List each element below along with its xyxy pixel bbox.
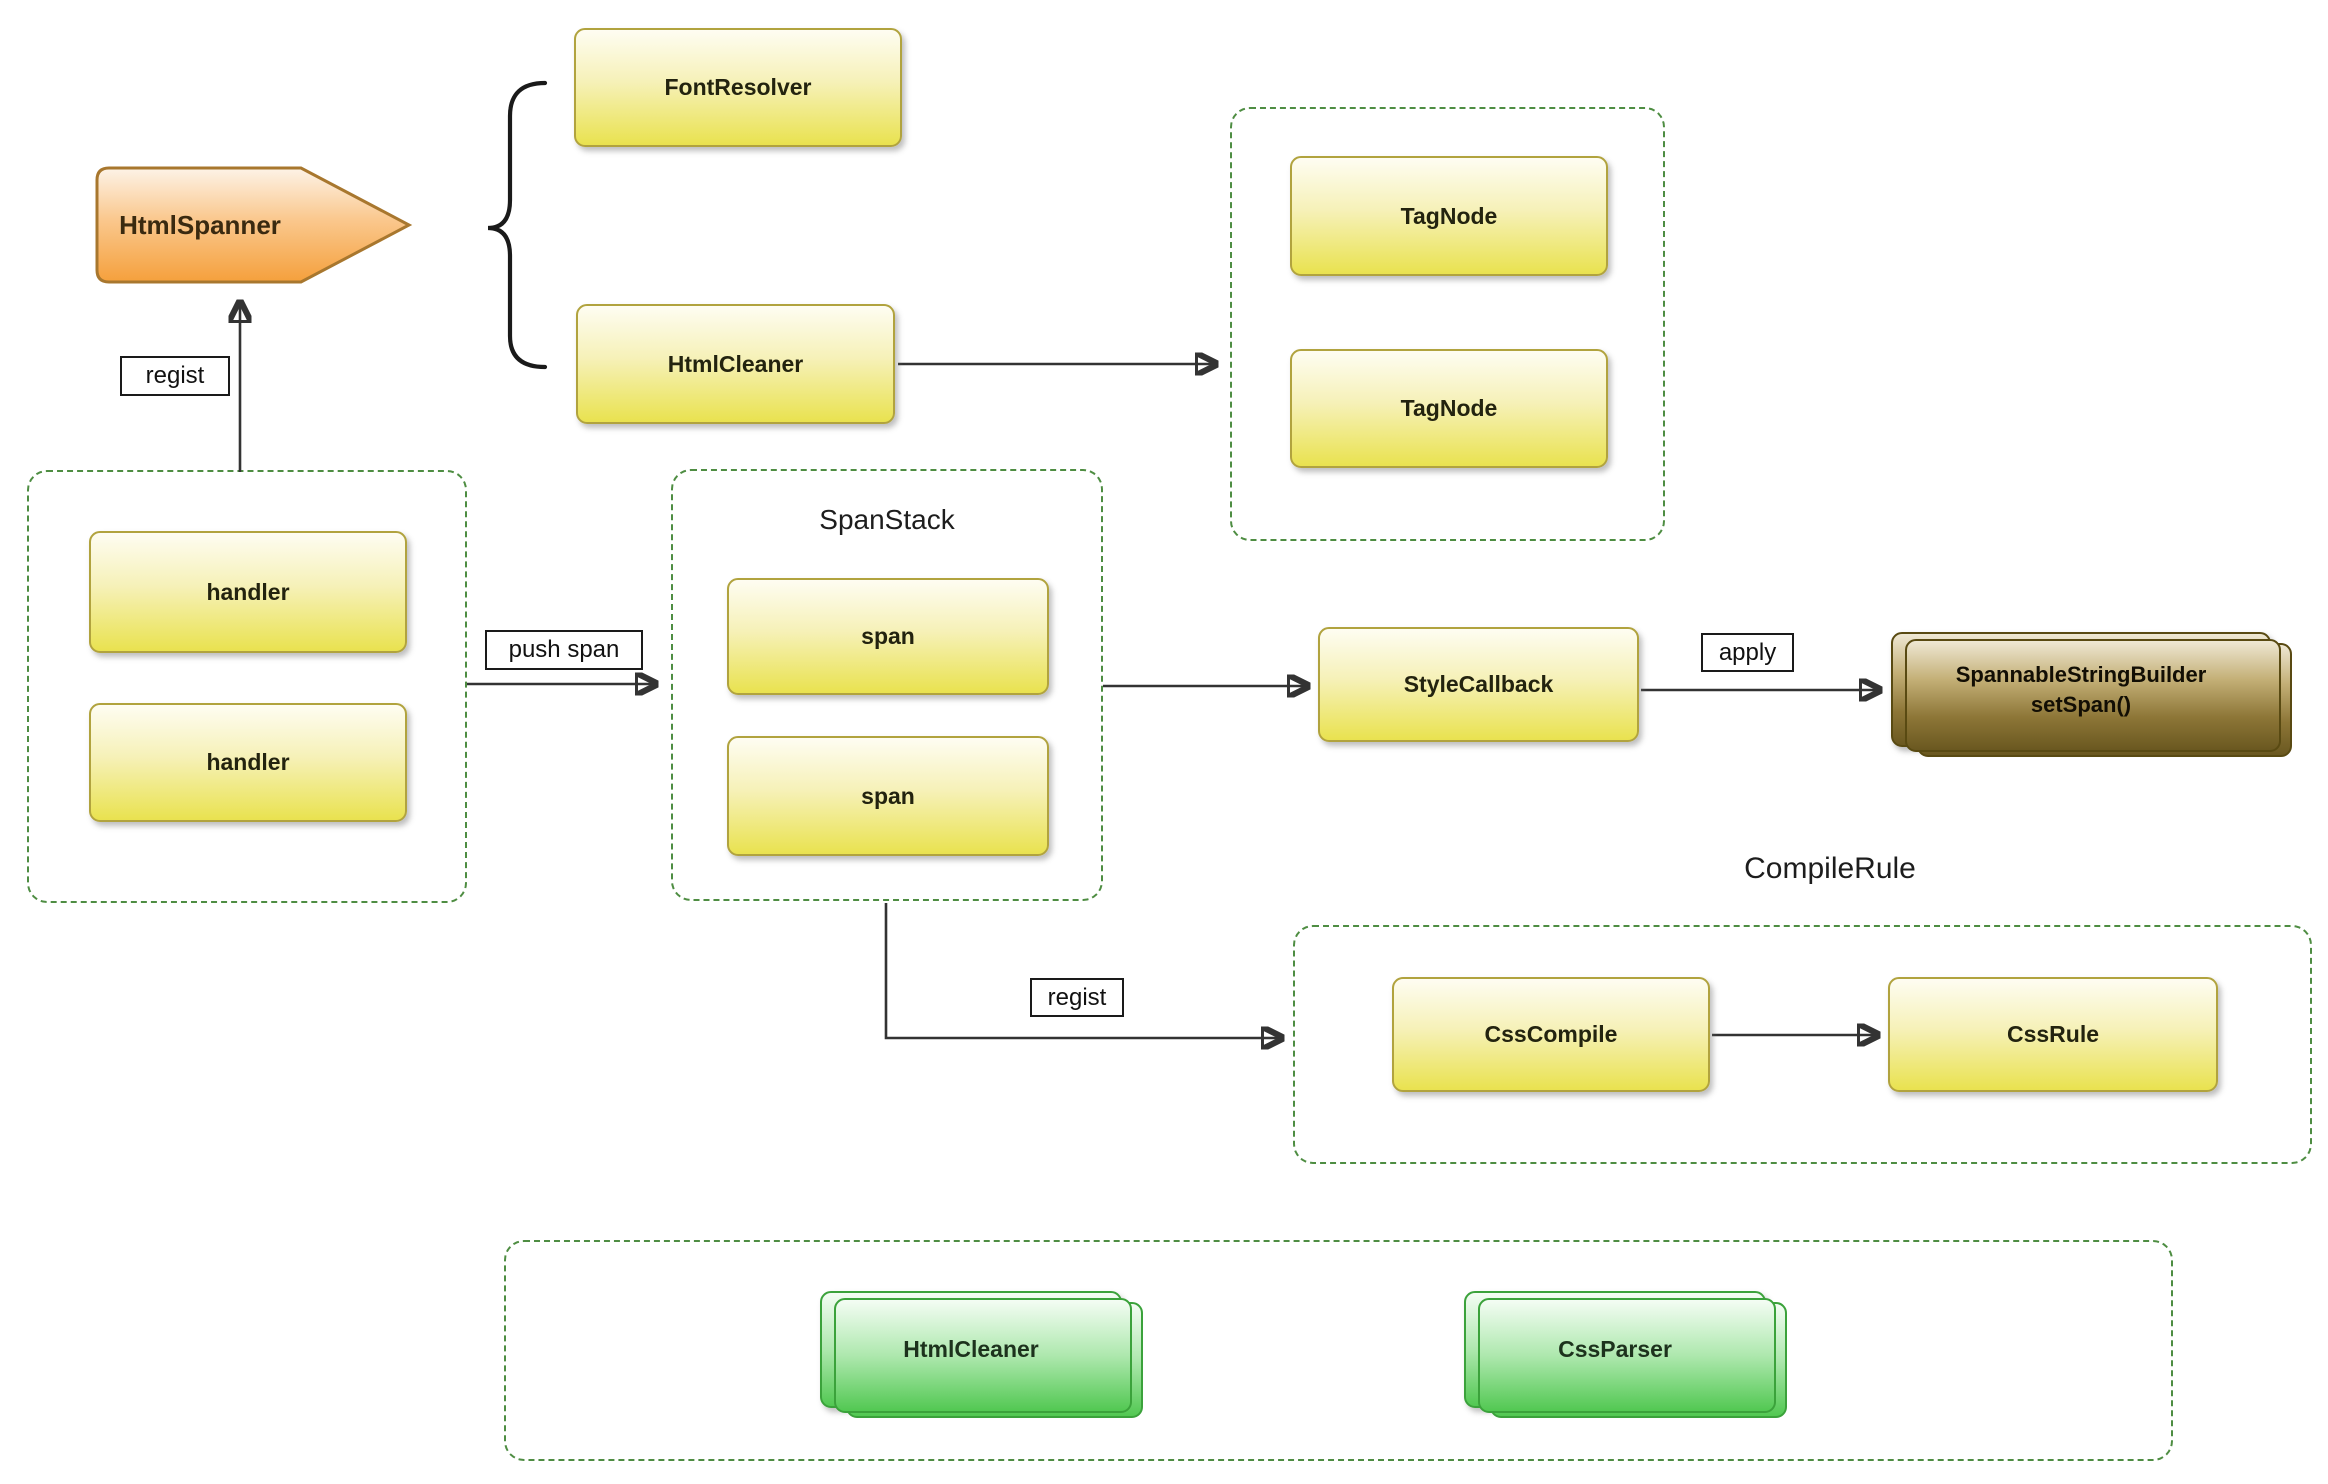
node-span-1: span bbox=[727, 578, 1049, 695]
node-label: StyleCallback bbox=[1403, 671, 1554, 697]
node-label: HtmlCleaner bbox=[667, 350, 804, 377]
curly-brace bbox=[487, 80, 548, 370]
node-label: handler bbox=[206, 578, 290, 605]
node-htmlcleaner-impl: HtmlCleaner bbox=[820, 1291, 1143, 1418]
node-label: span bbox=[861, 623, 915, 649]
node-label: HtmlSpanner bbox=[119, 209, 281, 240]
node-label: span bbox=[861, 782, 915, 809]
node-handler-2: handler bbox=[89, 703, 407, 822]
node-label: CssCompile bbox=[1484, 1021, 1618, 1047]
handlers-group bbox=[27, 470, 467, 903]
node-htmlcleaner: HtmlCleaner bbox=[576, 304, 895, 424]
node-label: FontResolver bbox=[664, 74, 812, 100]
node-tagnode-2: TagNode bbox=[1290, 349, 1608, 468]
node-label: CssParser bbox=[1558, 1336, 1672, 1362]
node-label: handler bbox=[206, 749, 290, 775]
node-label: CssRule bbox=[2006, 1021, 2100, 1047]
spanstack-title: SpanStack bbox=[819, 504, 955, 535]
compilerule-title: CompileRule bbox=[1744, 852, 1916, 885]
node-cssrule: CssRule bbox=[1888, 977, 2218, 1092]
edge-label-regist-bottom: regist bbox=[1030, 978, 1124, 1017]
node-tagnode-1: TagNode bbox=[1290, 156, 1608, 276]
node-label-line2: setSpan() bbox=[2030, 691, 2132, 717]
node-csscompile: CssCompile bbox=[1392, 977, 1710, 1092]
edge-label-regist-top: regist bbox=[120, 356, 230, 396]
node-stylecallback: StyleCallback bbox=[1318, 627, 1639, 742]
implementations-group bbox=[504, 1240, 2173, 1461]
node-label-line1: SpannableStringBuilder bbox=[1955, 661, 2207, 687]
node-cssparser-impl: CssParser bbox=[1464, 1291, 1787, 1418]
node-spannablestringbuilder: SpannableStringBuilder setSpan() bbox=[1891, 632, 2292, 757]
edge-label-push-span: push span bbox=[485, 630, 643, 670]
spanstack-group bbox=[671, 469, 1103, 901]
node-span-2: span bbox=[727, 736, 1049, 856]
arrow-spanstack-to-compilerule bbox=[884, 903, 1282, 1038]
node-handler-1: handler bbox=[89, 531, 407, 653]
node-label: SpannableStringBuilder setSpan() bbox=[1956, 660, 2207, 720]
edge-label-apply: apply bbox=[1701, 633, 1794, 672]
node-label: HtmlCleaner bbox=[903, 1336, 1039, 1362]
node-label: TagNode bbox=[1400, 395, 1498, 421]
node-htmlspanner: HtmlSpanner bbox=[95, 166, 413, 284]
compilerule-group bbox=[1293, 925, 2312, 1164]
pentagon-shape-icon bbox=[95, 166, 413, 284]
node-label: TagNode bbox=[1400, 202, 1498, 229]
tagnode-group bbox=[1230, 107, 1665, 541]
node-fontresolver: FontResolver bbox=[574, 28, 902, 147]
